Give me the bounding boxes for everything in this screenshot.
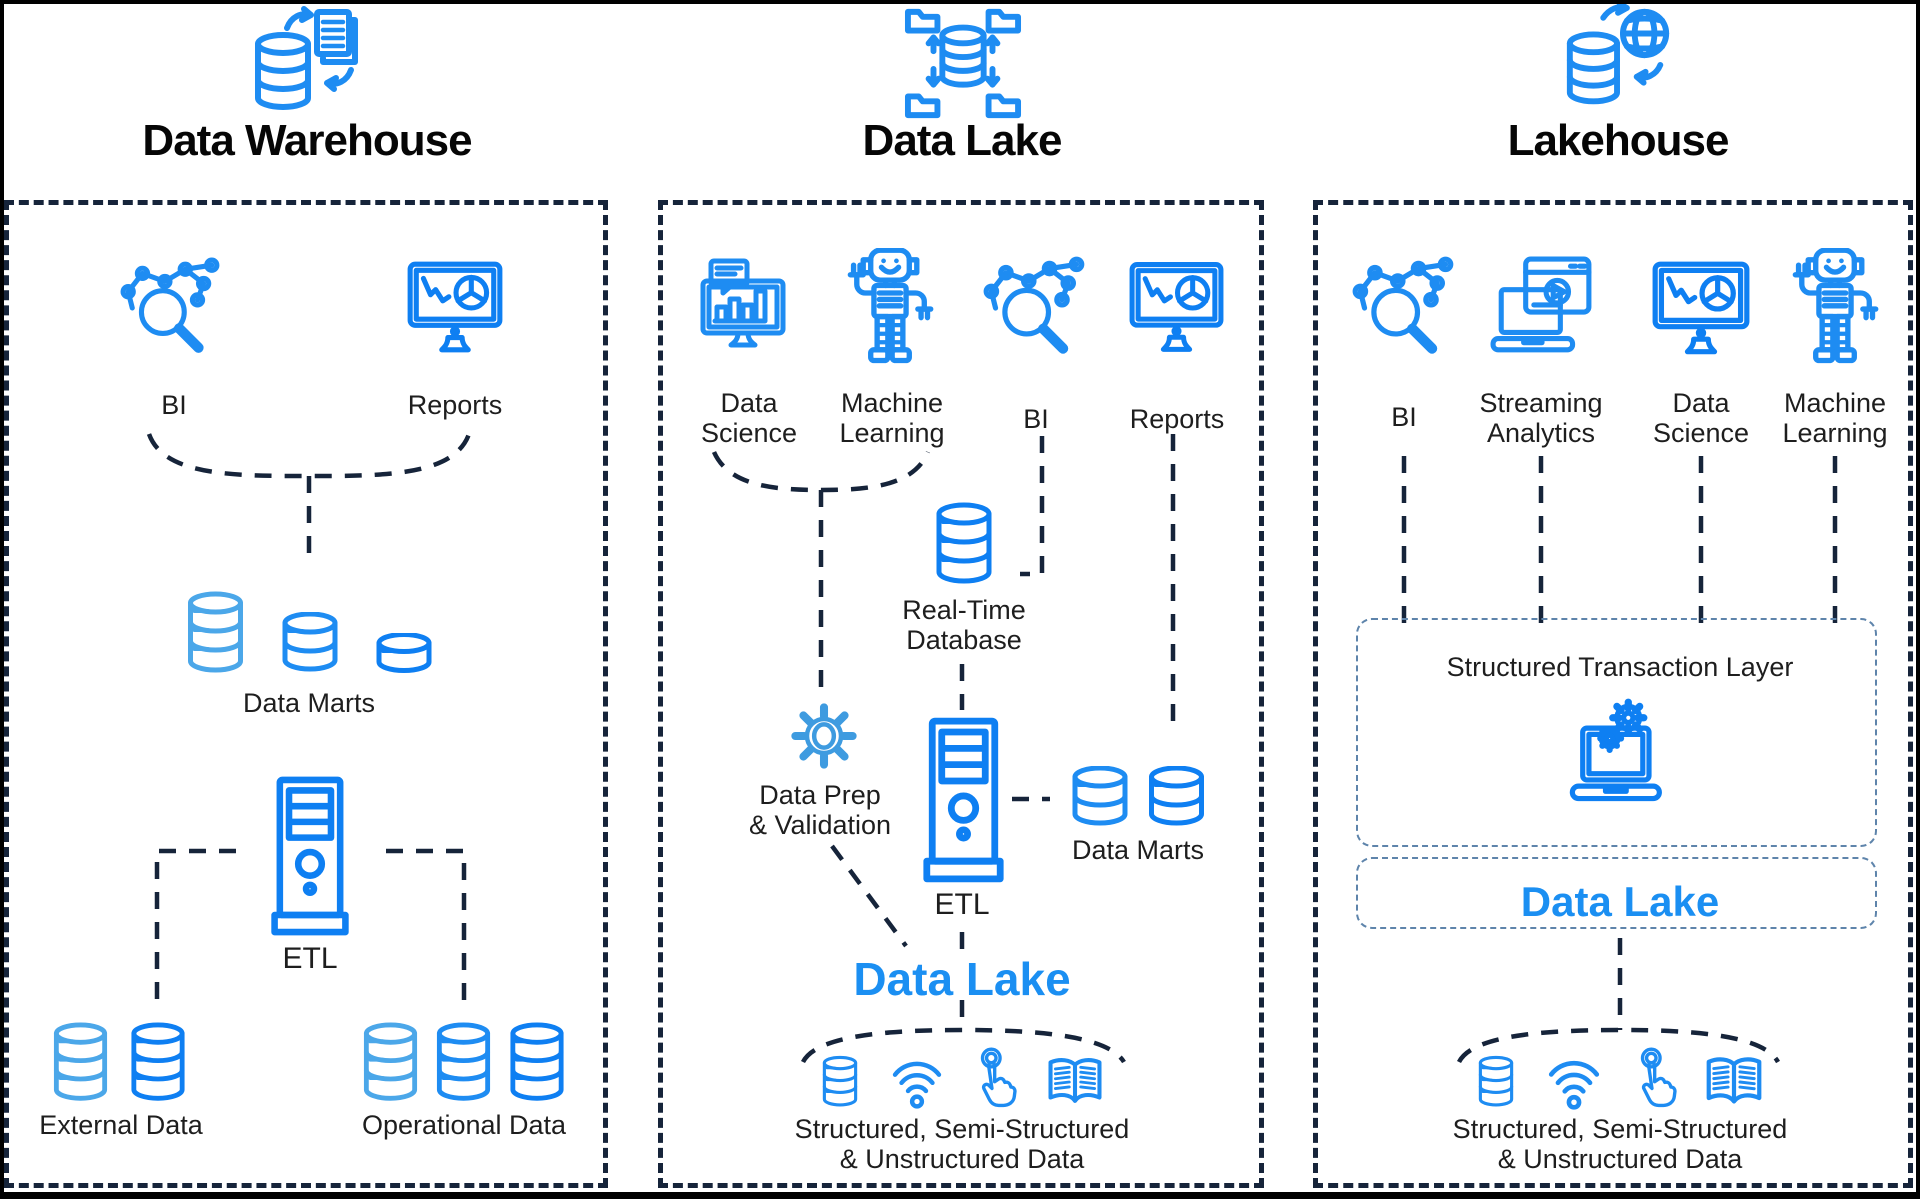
lake-title: Data Lake: [862, 116, 1063, 165]
data-mart-cylinder-icon: [182, 591, 249, 679]
external-data-cylinder-icon: [122, 1022, 194, 1107]
data-mart-cylinder-icon: [1067, 766, 1133, 832]
lakehouse-icon: [1560, 4, 1678, 122]
touch-data-icon: [1631, 1046, 1677, 1112]
lakehouse-title: Lakehouse: [1507, 116, 1730, 165]
unstructured-book-icon: [1044, 1054, 1106, 1110]
lakehouse-data-lake-box: [1356, 857, 1877, 929]
data-warehouse-icon: [251, 6, 363, 118]
operational-data-cylinder-icon: [429, 1022, 498, 1107]
machine-learning-robot-icon: [1780, 248, 1890, 368]
warehouse-data-marts-label: Data Marts: [242, 688, 376, 718]
lake-etl-label: ETL: [934, 888, 990, 921]
data-lake-icon: [904, 4, 1022, 122]
bi-magnifier-icon: [1350, 254, 1458, 362]
warehouse-reports-label: Reports: [407, 390, 503, 420]
streaming-analytics-laptop-icon: [1489, 252, 1595, 364]
lakehouse-column-box: [1313, 200, 1913, 1188]
lakehouse-sources-label: Structured, Semi-Structured& Unstructure…: [1452, 1114, 1788, 1175]
external-data-cylinder-icon: [47, 1022, 114, 1107]
etl-server-icon: [920, 716, 1007, 884]
data-science-monitor-icon: [1646, 260, 1756, 360]
semi-structured-wifi-icon: [1547, 1054, 1601, 1110]
operational-data-cylinder-icon: [356, 1022, 425, 1107]
warehouse-etl-label: ETL: [282, 942, 338, 975]
reports-monitor-icon: [402, 260, 508, 358]
data-mart-cylinder-icon: [1144, 766, 1209, 832]
structured-data-cylinder-icon: [1476, 1054, 1516, 1112]
structured-transaction-layer-label: Structured Transaction Layer: [1446, 652, 1794, 682]
unstructured-book-icon: [1702, 1054, 1766, 1110]
lake-sources-label: Structured, Semi-Structured& Unstructure…: [794, 1114, 1130, 1175]
data-mart-cylinder-icon: [277, 612, 343, 678]
warehouse-column-box: [4, 200, 608, 1188]
lake-column-box: [658, 200, 1264, 1188]
bi-magnifier-icon: [981, 254, 1089, 362]
structured-transaction-layer-box: [1356, 618, 1877, 847]
transaction-layer-laptop-gears-icon: [1562, 698, 1678, 808]
data-mart-cylinder-icon: [371, 633, 437, 679]
lakehouse-data-lake-text: Data Lake: [1520, 878, 1720, 925]
etl-server-icon: [267, 776, 353, 936]
warehouse-external-data-label: External Data: [39, 1110, 203, 1140]
structured-data-cylinder-icon: [820, 1054, 860, 1112]
lake-data-marts-label: Data Marts: [1071, 835, 1205, 865]
bi-magnifier-icon: [118, 254, 224, 362]
operational-data-cylinder-icon: [502, 1022, 572, 1107]
warehouse-bi-label: BI: [161, 390, 187, 420]
lakehouse-bi-label: BI: [1391, 402, 1417, 432]
semi-structured-wifi-icon: [891, 1054, 943, 1110]
lake-data-lake-text: Data Lake: [853, 953, 1071, 1005]
warehouse-operational-data-label: Operational Data: [361, 1110, 567, 1140]
warehouse-title: Data Warehouse: [142, 116, 472, 165]
lake-bi-label: BI: [1023, 404, 1049, 434]
machine-learning-robot-icon: [834, 248, 946, 368]
real-time-database-cylinder-icon: [931, 502, 997, 590]
data-prep-gear-icon: [790, 699, 858, 773]
lake-reports-label: Reports: [1129, 404, 1225, 434]
lake-data-prep-label: Data Prep& Validation: [748, 780, 892, 841]
touch-data-icon: [971, 1046, 1017, 1112]
reports-monitor-icon: [1124, 260, 1229, 358]
data-science-monitor-icon: [697, 252, 801, 366]
